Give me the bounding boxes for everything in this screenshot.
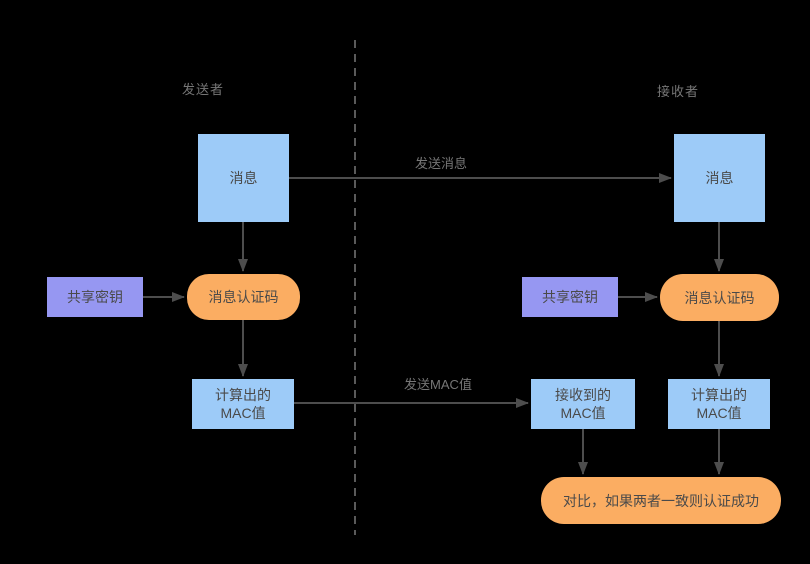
sender-shared-key-label: 共享密钥: [67, 289, 123, 305]
compare-result-node: 对比，如果两者一致则认证成功: [541, 477, 781, 524]
receiver-mac-function-label: 消息认证码: [684, 289, 755, 306]
receiver-mac-function-node: 消息认证码: [660, 274, 779, 321]
receiver-computed-mac-line1: 计算出的: [691, 387, 747, 403]
sender-computed-mac-line1: 计算出的: [215, 387, 271, 403]
receiver-lane-label: 接收者: [657, 84, 700, 99]
compare-result-label: 对比，如果两者一致则认证成功: [563, 492, 759, 509]
sender-mac-function-node: 消息认证码: [187, 274, 300, 320]
received-mac-line1: 接收到的: [555, 387, 611, 403]
sender-computed-mac-node: 计算出的 MAC值: [192, 379, 294, 429]
received-mac-line2: MAC值: [560, 405, 606, 421]
received-mac-node: 接收到的 MAC值: [531, 379, 635, 429]
sender-shared-key-node: 共享密钥: [47, 277, 143, 317]
sender-message-node: 消息: [198, 134, 289, 222]
receiver-shared-key-label: 共享密钥: [542, 289, 598, 305]
sender-mac-function-label: 消息认证码: [208, 289, 279, 305]
receiver-computed-mac-node: 计算出的 MAC值: [668, 379, 770, 429]
send-mac-edge-label: 发送MAC值: [404, 377, 472, 392]
receiver-shared-key-node: 共享密钥: [522, 277, 618, 317]
receiver-message-node: 消息: [674, 134, 765, 222]
receiver-computed-mac-line2: MAC值: [696, 405, 742, 421]
send-message-edge-label: 发送消息: [414, 156, 468, 171]
sender-lane-label: 发送者: [182, 82, 225, 97]
sender-message-label: 消息: [229, 170, 258, 186]
receiver-message-label: 消息: [705, 170, 734, 186]
sender-computed-mac-line2: MAC值: [220, 405, 266, 421]
